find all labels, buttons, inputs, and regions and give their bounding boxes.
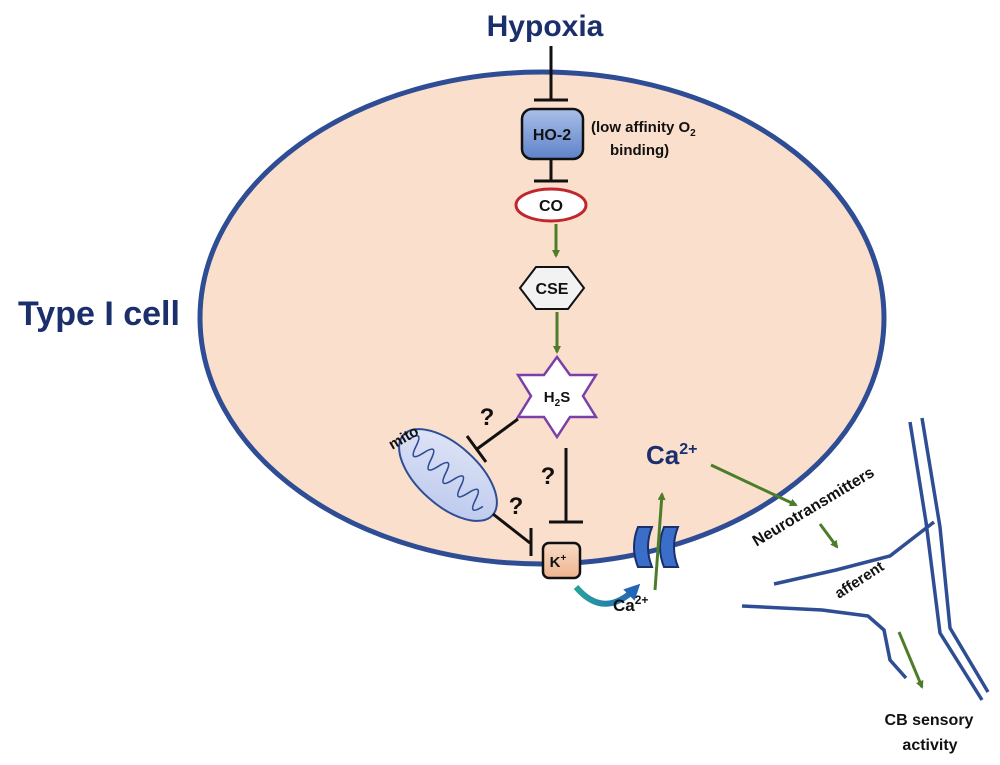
ho2-inhibits-co: [534, 160, 568, 183]
cse-node: [518, 266, 586, 310]
ho2-box: [520, 107, 585, 161]
h2s-inhibits-mito: [465, 417, 519, 463]
ho2-label: HO-2: [533, 127, 571, 144]
type-i-cell-label: Type I cell: [18, 295, 180, 333]
co-node: [514, 187, 588, 223]
co-label: CO: [539, 198, 563, 215]
afferent-nerve-terminal: [741, 417, 990, 701]
depolarization-curved-arrow: [573, 583, 641, 607]
calcium-large-label: Ca2+: [646, 440, 698, 470]
calcium-small-label: Ca2+: [613, 593, 648, 615]
hypoxia-label: Hypoxia: [487, 10, 604, 43]
cb-sensory-activity-label: CB sensory: [885, 712, 974, 729]
calcium-to-neurotransmitters-arrow: [710, 463, 798, 507]
question-mark-k: ?: [541, 463, 556, 490]
h2s-label: H2S: [544, 389, 570, 409]
question-mark-mito-k: ?: [509, 493, 524, 520]
ho2-note: (low affinity O2: [591, 119, 696, 139]
neurotransmitters-to-afferent-arrow: [818, 523, 839, 549]
calcium-influx-arrow: [653, 492, 666, 591]
mito-inhibits-k-channel: [492, 512, 533, 556]
h2s-inhibits-k-channel: [549, 448, 583, 524]
cb-sensory-activity-label-line2: activity: [902, 737, 957, 754]
afferent-to-cb-sensory-arrow: [897, 631, 924, 689]
calcium-channel-icon: [633, 526, 680, 568]
k-channel-box: [541, 541, 582, 580]
cse-label: CSE: [536, 281, 569, 298]
h2s-node: [515, 354, 599, 440]
ho2-note-line2: binding): [610, 142, 669, 159]
k-channel-label: K+: [550, 553, 567, 571]
hypoxia-inhibits-ho2: [534, 46, 568, 102]
question-mark-mito: ?: [480, 404, 495, 431]
